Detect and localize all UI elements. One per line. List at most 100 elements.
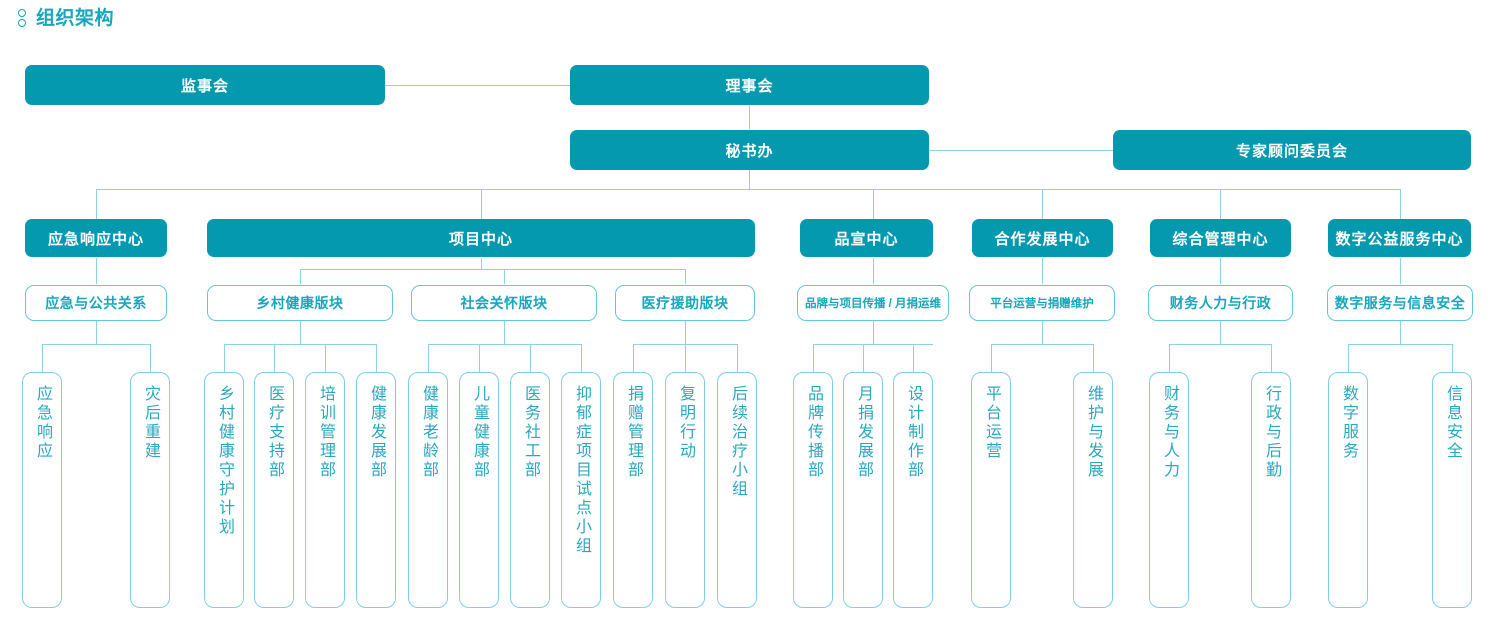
node-center-emergency-response[interactable]: 应急响应中心	[25, 219, 167, 257]
connector-secretariat-down	[749, 170, 750, 189]
node-section-brand-project-communication-monthly-giving[interactable]: 品牌与项目传播 / 月捐运维	[797, 285, 949, 321]
connector-section6-down	[1220, 320, 1221, 344]
connector-section2-leaf2	[530, 344, 531, 372]
node-leaf-medical-social-work-dept[interactable]: 医务社工部	[510, 372, 550, 608]
connector-section1-bus	[224, 344, 376, 345]
node-section-social-care[interactable]: 社会关怀版块	[411, 285, 597, 321]
node-center-partnership-development[interactable]: 合作发展中心	[972, 219, 1113, 257]
node-leaf-depression-pilot-group[interactable]: 抑郁症项目试点小组	[561, 372, 601, 608]
connector-section6-leaf0	[1169, 344, 1170, 372]
node-secretariat[interactable]: 秘书办	[570, 130, 929, 170]
connector-centers-bus	[96, 189, 1400, 190]
connector-supervisory-to-board	[385, 85, 570, 86]
node-center-brand-communication[interactable]: 品宣中心	[800, 219, 933, 257]
node-expert-advisory-committee-label: 专家顾问委员会	[1235, 142, 1348, 160]
node-section-emergency-public-relations[interactable]: 应急与公共关系	[25, 285, 167, 321]
org-node-icon	[16, 8, 30, 30]
node-leaf-child-health-dept-label: 儿童健康部	[471, 385, 488, 480]
node-expert-advisory-committee[interactable]: 专家顾问委员会	[1113, 130, 1471, 170]
node-section-emergency-public-relations-label: 应急与公共关系	[45, 295, 147, 311]
connector-section2-leaf1	[479, 344, 480, 372]
node-center-emergency-response-label: 应急响应中心	[47, 230, 144, 248]
node-leaf-brand-communication-dept[interactable]: 品牌传播部	[793, 372, 833, 608]
node-leaf-maintenance-development-label: 维护与发展	[1085, 385, 1102, 480]
connector-section4-down	[873, 320, 874, 344]
connector-section0-bus	[42, 344, 150, 345]
node-center-brand-communication-label: 品宣中心	[834, 230, 899, 248]
node-leaf-post-disaster-reconstruction[interactable]: 灾后重建	[130, 372, 170, 608]
node-leaf-administration-logistics[interactable]: 行政与后勤	[1251, 372, 1291, 608]
node-leaf-platform-operations[interactable]: 平台运营	[971, 372, 1011, 608]
node-section-social-care-label: 社会关怀版块	[460, 295, 548, 311]
node-section-finance-hr-administration-label: 财务人力与行政	[1169, 295, 1272, 311]
connector-center1-to-section3	[685, 269, 686, 284]
node-leaf-training-management-dept[interactable]: 培训管理部	[305, 372, 345, 608]
node-leaf-training-management-dept-label: 培训管理部	[317, 385, 334, 480]
node-leaf-information-security[interactable]: 信息安全	[1432, 372, 1472, 608]
node-section-finance-hr-administration[interactable]: 财务人力与行政	[1148, 285, 1293, 321]
node-center-projects[interactable]: 项目中心	[207, 219, 755, 257]
node-center-digital-philanthropy-services[interactable]: 数字公益服务中心	[1328, 219, 1471, 257]
connector-section0-leaf0	[42, 344, 43, 372]
connector-drop-center-3	[1042, 189, 1043, 219]
node-section-digital-services-infosec-label: 数字服务与信息安全	[1334, 295, 1466, 311]
node-leaf-health-development-dept-label: 健康发展部	[368, 385, 385, 480]
connector-section2-down	[504, 320, 505, 344]
node-leaf-sight-restoration-action-label: 复明行动	[677, 385, 694, 461]
connector-drop-center-4	[1220, 189, 1221, 219]
connector-section2-leaf0	[428, 344, 429, 372]
node-center-digital-philanthropy-services-label: 数字公益服务中心	[1335, 230, 1464, 248]
page-title: 组织架构	[16, 8, 114, 30]
connector-section4-leaf1	[863, 344, 864, 372]
node-section-platform-operations-donation-maintenance[interactable]: 平台运营与捐赠维护	[969, 285, 1115, 321]
node-leaf-digital-services[interactable]: 数字服务	[1328, 372, 1368, 608]
connector-section5-leaf1	[1093, 344, 1094, 372]
connector-center1-bus	[300, 269, 685, 270]
connector-section0-leaf1	[150, 344, 151, 372]
connector-section3-leaf0	[633, 344, 634, 372]
node-leaf-monthly-giving-development-dept[interactable]: 月捐发展部	[843, 372, 883, 608]
connector-board-to-secretariat	[749, 105, 750, 129]
connector-section2-leaf3	[581, 344, 582, 372]
connector-section1-leaf2	[325, 344, 326, 372]
connector-center3-to-section5	[1042, 258, 1043, 284]
node-leaf-design-production-dept[interactable]: 设计制作部	[893, 372, 933, 608]
connector-center1-to-section2	[504, 269, 505, 284]
node-leaf-emergency-response[interactable]: 应急响应	[22, 372, 62, 608]
node-section-digital-services-infosec[interactable]: 数字服务与信息安全	[1327, 285, 1473, 321]
connector-center1-down	[481, 258, 482, 269]
node-section-brand-project-communication-monthly-giving-label: 品牌与项目传播 / 月捐运维	[804, 298, 942, 310]
node-leaf-emergency-response-label: 应急响应	[34, 385, 51, 461]
node-board-of-directors[interactable]: 理事会	[570, 65, 929, 105]
node-leaf-medical-support-dept-label: 医疗支持部	[266, 385, 283, 480]
node-leaf-rural-health-guardian-plan[interactable]: 乡村健康守护计划	[204, 372, 244, 608]
node-leaf-design-production-dept-label: 设计制作部	[905, 385, 922, 480]
node-leaf-child-health-dept[interactable]: 儿童健康部	[459, 372, 499, 608]
node-leaf-healthy-aging-dept-label: 健康老龄部	[420, 385, 437, 480]
node-supervisory-board[interactable]: 监事会	[25, 65, 385, 105]
node-leaf-administration-logistics-label: 行政与后勤	[1263, 385, 1280, 480]
node-leaf-finance-hr[interactable]: 财务与人力	[1149, 372, 1189, 608]
node-leaf-maintenance-development[interactable]: 维护与发展	[1073, 372, 1113, 608]
node-section-rural-health[interactable]: 乡村健康版块	[207, 285, 393, 321]
node-leaf-healthy-aging-dept[interactable]: 健康老龄部	[408, 372, 448, 608]
connector-section7-down	[1400, 320, 1401, 344]
node-leaf-donation-management-dept[interactable]: 捐赠管理部	[613, 372, 653, 608]
node-leaf-health-development-dept[interactable]: 健康发展部	[356, 372, 396, 608]
node-leaf-donation-management-dept-label: 捐赠管理部	[625, 385, 642, 480]
connector-center0-to-section0	[96, 258, 97, 284]
node-leaf-brand-communication-dept-label: 品牌传播部	[805, 385, 822, 480]
node-section-medical-aid-label: 医疗援助版块	[641, 295, 729, 311]
connector-section7-leaf0	[1348, 344, 1349, 372]
connector-section1-leaf1	[274, 344, 275, 372]
node-center-general-management[interactable]: 综合管理中心	[1150, 219, 1291, 257]
node-leaf-medical-support-dept[interactable]: 医疗支持部	[254, 372, 294, 608]
connector-section6-leaf1	[1271, 344, 1272, 372]
node-board-of-directors-label: 理事会	[725, 77, 774, 95]
node-section-medical-aid[interactable]: 医疗援助版块	[615, 285, 755, 321]
node-leaf-followup-treatment-group[interactable]: 后续治疗小组	[717, 372, 757, 608]
node-leaf-sight-restoration-action[interactable]: 复明行动	[665, 372, 705, 608]
node-section-platform-operations-donation-maintenance-label: 平台运营与捐赠维护	[990, 298, 1094, 310]
connector-section0-down	[96, 320, 97, 344]
